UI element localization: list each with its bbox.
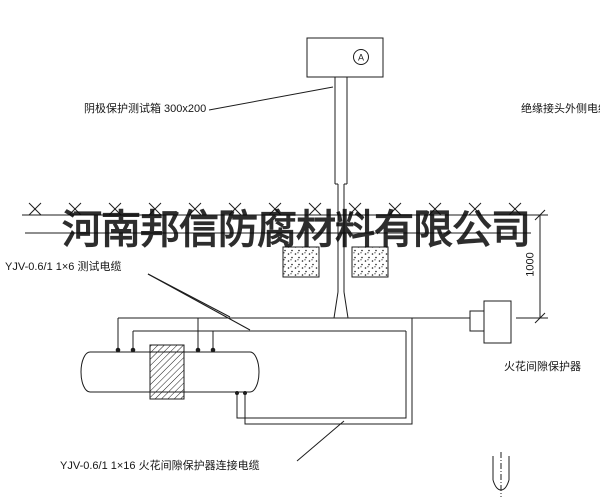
outer-cable-label: 绝缘接头外侧电缆 [521, 103, 600, 115]
pipe-section-symbol [492, 452, 510, 497]
concrete-block-left [282, 246, 320, 278]
spark-gap-cable-lines [236, 318, 413, 425]
test-box-symbol [306, 37, 384, 78]
test-cable-leader-lines [147, 273, 251, 331]
insulating-joint-symbol [149, 344, 185, 400]
spark-gap-protector-symbol [469, 300, 512, 344]
concrete-block-right [351, 246, 389, 278]
ammeter-symbol-letter: A [358, 53, 364, 63]
test-box-label: 阴极保护测试箱 300x200 [84, 103, 207, 115]
spark-gap-protector-label: 火花间隙保护器 [504, 361, 581, 373]
ground-hatch-marks [28, 202, 522, 216]
test-cable-lines [117, 291, 470, 351]
watermark-text: 河南邦信防腐材料有限公司 [62, 207, 531, 252]
dimension-line-1000 [516, 209, 548, 324]
conduit-riser [334, 77, 348, 292]
connection-cable-label: YJV-0.6/1 1×16 火花间隙保护器连接电缆 [60, 460, 260, 472]
test-box-leader-line [208, 86, 334, 111]
connection-cable-leader-line [296, 420, 345, 462]
ammeter-circle-icon [353, 49, 369, 65]
test-cable-label: YJV-0.6/1 1×6 测试电缆 [5, 261, 122, 273]
